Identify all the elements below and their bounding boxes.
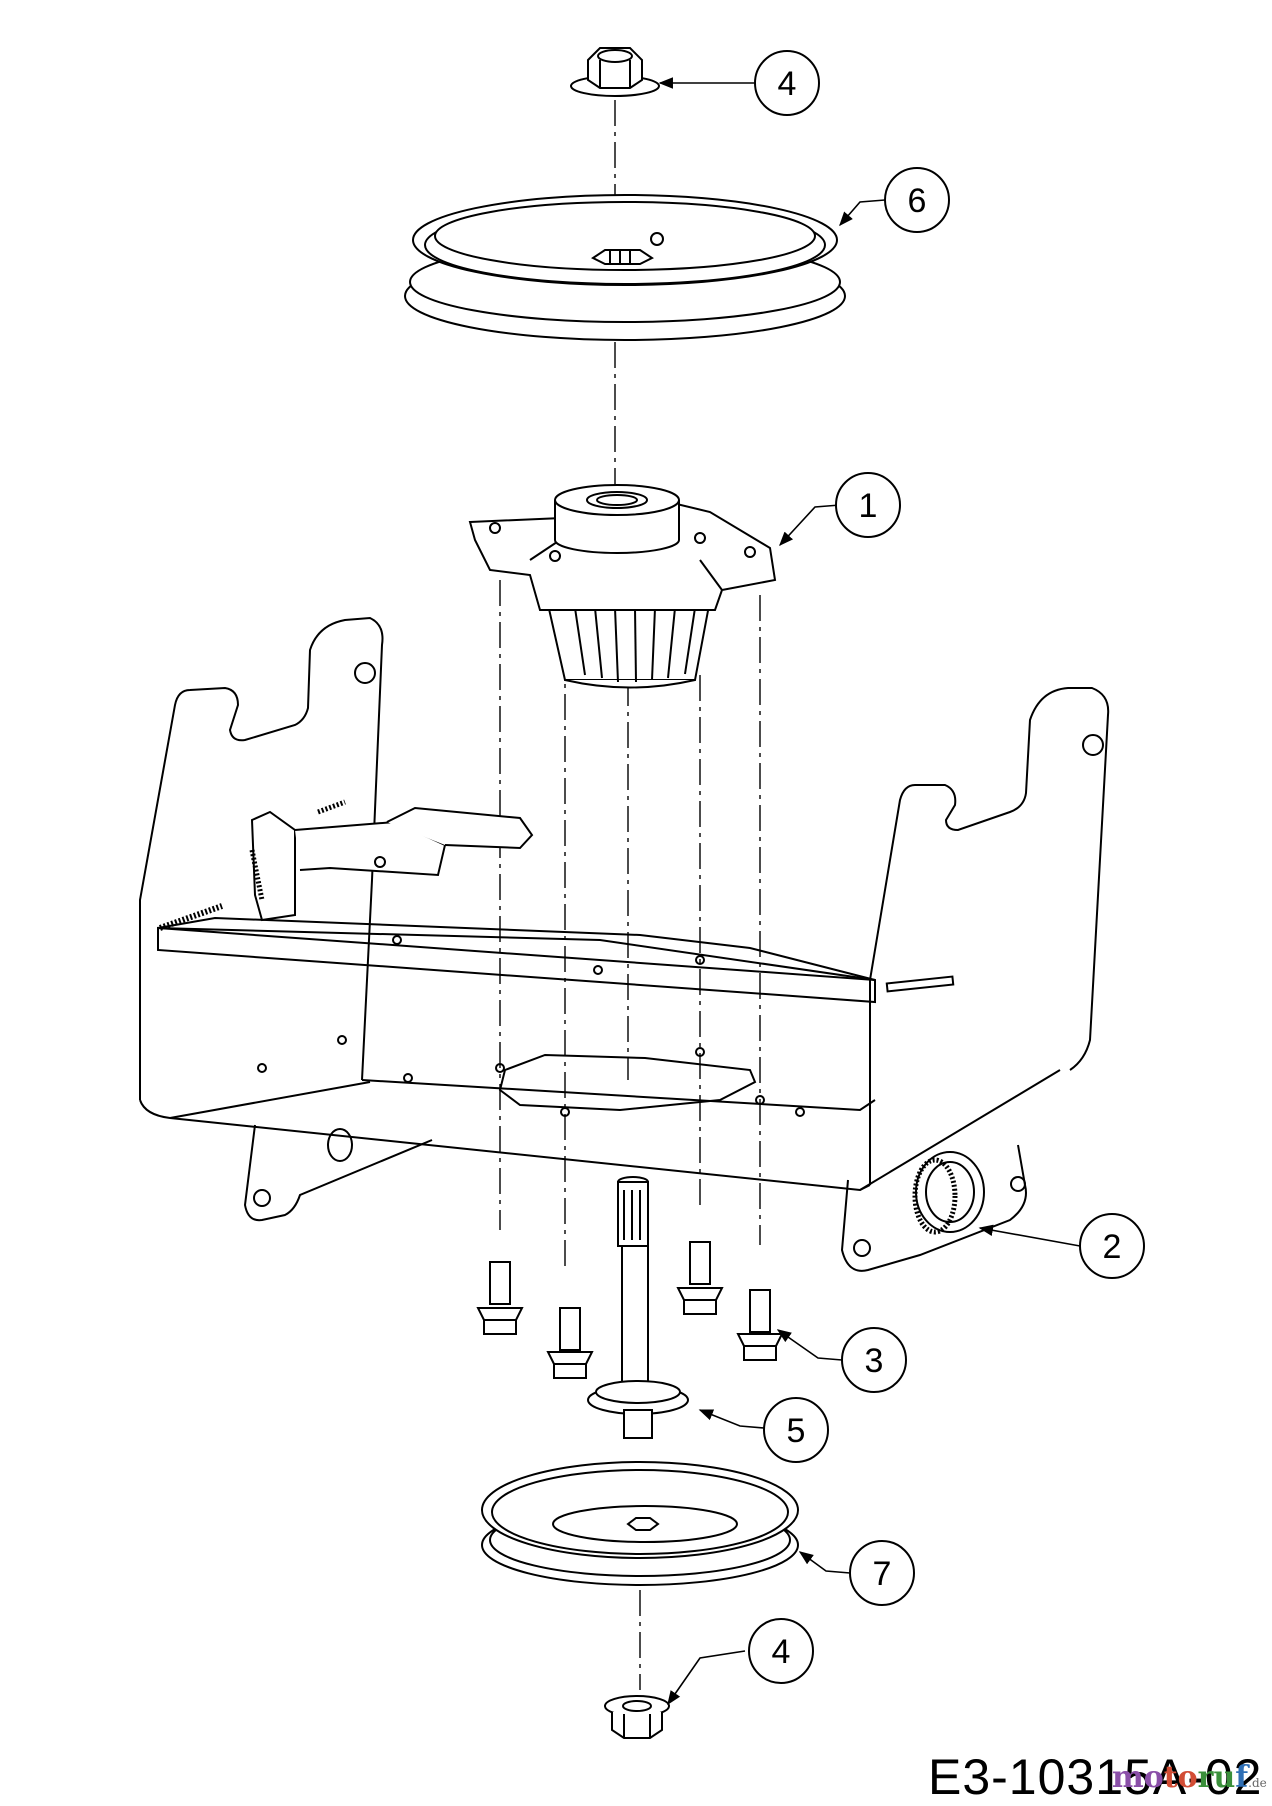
watermark-part-1: mo <box>1112 1760 1164 1795</box>
hex-nut-top <box>570 47 660 97</box>
drawing-number: E3-10315A-02 <box>928 1749 1263 1805</box>
lower-pulley <box>481 1461 799 1586</box>
spindle-housing <box>468 484 777 689</box>
flange-bolts <box>476 1241 784 1379</box>
callout-4-top: 4 <box>754 50 820 116</box>
callout-3: 3 <box>841 1327 907 1393</box>
svg-text:3: 3 <box>865 1342 884 1380</box>
callout-6: 6 <box>884 167 950 233</box>
callout-2: 2 <box>1079 1213 1145 1279</box>
svg-text:7: 7 <box>873 1555 892 1593</box>
callout-leaders <box>658 77 1081 1706</box>
site-watermark-logo: motoruf.de <box>1112 1760 1267 1795</box>
svg-text:5: 5 <box>787 1412 806 1450</box>
svg-text:1: 1 <box>859 487 878 525</box>
callout-4-bottom: 4 <box>748 1618 814 1684</box>
mounting-bracket <box>139 616 1110 1272</box>
spindle-shaft <box>587 1176 689 1439</box>
upper-pulley <box>404 194 846 341</box>
svg-text:4: 4 <box>772 1633 791 1671</box>
svg-text:4: 4 <box>778 65 797 103</box>
callout-7: 7 <box>849 1540 915 1606</box>
watermark-part-2: to <box>1163 1760 1198 1795</box>
watermark-part-3: ru <box>1197 1760 1236 1795</box>
svg-text:2: 2 <box>1103 1228 1122 1266</box>
callout-1: 1 <box>835 472 901 538</box>
svg-text:6: 6 <box>908 182 927 220</box>
watermark-suffix: .de <box>1248 1776 1267 1790</box>
watermark-part-4: f <box>1235 1760 1249 1795</box>
callout-5: 5 <box>763 1397 829 1463</box>
hex-nut-bottom <box>604 1695 670 1739</box>
